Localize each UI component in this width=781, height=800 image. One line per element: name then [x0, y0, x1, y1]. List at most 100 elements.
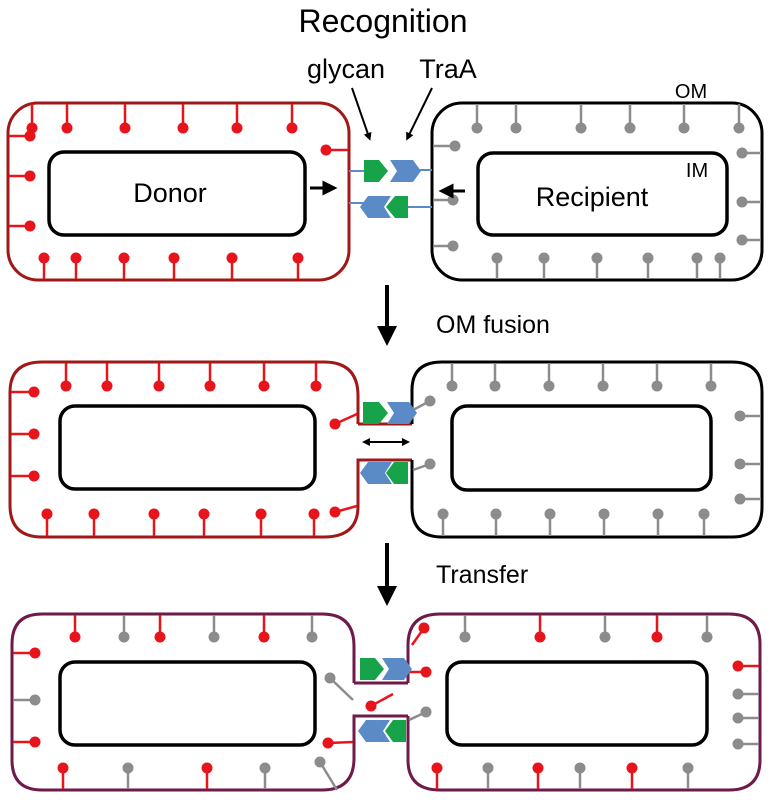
- lps-pin-icon: [597, 363, 609, 392]
- traa-icon: [358, 720, 378, 742]
- lps-pin-icon: [409, 666, 432, 678]
- lps-pin-icon: [292, 252, 304, 279]
- lps-pin-icon: [433, 194, 459, 206]
- lps-pin-icon: [11, 428, 40, 440]
- lps-pin-icon: [626, 762, 638, 789]
- lps-pin-icon: [732, 688, 759, 700]
- lps-pin-icon: [118, 252, 130, 279]
- lps-pin-icon: [412, 458, 436, 472]
- lps-pin-icon: [544, 508, 556, 536]
- traa-icon: [392, 658, 412, 680]
- lps-pin-icon: [88, 508, 100, 536]
- lps-pin-icon: [698, 508, 710, 536]
- recipient-outer-membrane-panel3: [406, 612, 762, 792]
- lps-pin-icon: [733, 104, 745, 134]
- lps-pin-icon: [732, 712, 759, 724]
- donor-inner-membrane-panel2: [58, 404, 317, 491]
- lps-pin-icon: [532, 762, 544, 789]
- lps-pin-icon: [736, 147, 761, 159]
- lps-pin-icon: [177, 104, 189, 134]
- lps-pin-icon: [471, 104, 483, 134]
- traa-icon: [372, 462, 392, 484]
- im-label: IM: [686, 160, 708, 182]
- lps-pin-icon: [153, 363, 165, 392]
- lps-pin-icon: [324, 672, 354, 701]
- glycan-pointer-arrow: [351, 87, 372, 141]
- lps-pin-icon: [410, 622, 430, 646]
- traa-label: TraA: [419, 54, 477, 84]
- recipient-inner-membrane-panel2: [450, 404, 713, 492]
- lps-pin-icon: [624, 104, 636, 134]
- lps-pin-icon: [329, 504, 358, 518]
- recipient-inner-membrane-panel3: [445, 660, 709, 747]
- lps-pin-icon: [255, 508, 267, 536]
- lps-pin-icon: [306, 615, 318, 643]
- lps-pin-icon: [701, 615, 713, 643]
- lps-pin-icon: [320, 144, 348, 156]
- lps-pin-icon: [226, 252, 238, 279]
- lps-pin-icon: [651, 363, 663, 392]
- lps-pin-icon: [13, 736, 41, 748]
- lps-pin-icon: [437, 508, 449, 536]
- lps-pin-icon: [259, 762, 271, 789]
- lps-pin-icon: [231, 104, 243, 134]
- lps-pin-icon: [599, 615, 611, 643]
- lps-pin-icon: [489, 363, 501, 392]
- donor-outer-membrane-panel2: [8, 360, 412, 539]
- lps-pin-icon: [732, 738, 759, 750]
- lps-pin-icon: [61, 104, 73, 134]
- lps-pin-icon: [510, 104, 522, 134]
- lps-pin-icon: [13, 647, 41, 659]
- glycan-icon: [386, 196, 408, 218]
- recognition-title: Recognition: [299, 3, 468, 39]
- lps-pin-icon: [691, 252, 703, 279]
- lps-pin-icon: [119, 104, 131, 134]
- donor-outer-membrane: [6, 101, 351, 282]
- lps-pin-icon: [431, 762, 443, 789]
- lps-pin-icon: [678, 104, 690, 134]
- lps-pin-icon: [322, 737, 354, 749]
- lps-pin-icon: [208, 615, 220, 643]
- donor-label: Donor: [133, 178, 207, 208]
- lps-pin-icon: [308, 508, 320, 536]
- lps-pin-icon: [101, 363, 113, 392]
- lps-pin-icon: [118, 615, 130, 643]
- lps-pin-icon: [433, 240, 459, 252]
- lps-pin-icon: [204, 363, 216, 392]
- lps-pin-icon: [734, 493, 761, 505]
- lps-pin-icon: [11, 470, 40, 482]
- recipient-label: Recipient: [536, 182, 649, 212]
- om-fusion-label: OM fusion: [436, 311, 550, 339]
- lps-pin-icon: [736, 196, 761, 208]
- lps-pin-icon: [13, 694, 41, 706]
- traa-icon: [360, 462, 380, 484]
- lps-pin-icon: [314, 756, 339, 791]
- lps-pin-icon: [682, 762, 694, 789]
- glycan-icon: [385, 720, 406, 742]
- transfer-label: Transfer: [436, 561, 528, 589]
- lps-pin-icon: [652, 508, 664, 536]
- lps-pin-icon: [598, 508, 610, 536]
- lps-pin-icon: [365, 692, 394, 712]
- lps-pin-icon: [9, 170, 36, 182]
- lps-pin-icon: [154, 615, 166, 643]
- lps-pin-icon: [714, 252, 726, 279]
- lps-pin-icon: [9, 220, 36, 232]
- recipient-cell-panel1: [430, 101, 764, 282]
- lps-pin-icon: [705, 363, 717, 392]
- lps-pin-icon: [412, 395, 436, 412]
- traa-icon: [397, 402, 417, 424]
- traa-icon: [371, 196, 391, 218]
- lps-pin-icon: [60, 363, 72, 392]
- lps-pin-icon: [482, 762, 494, 789]
- glycan-icon: [386, 462, 408, 484]
- lps-pin-icon: [329, 412, 358, 430]
- lps-pin-icon: [11, 386, 40, 398]
- lps-pin-icon: [734, 410, 761, 422]
- lps-pin-icon: [69, 615, 81, 643]
- lps-pin-icon: [734, 458, 761, 470]
- lps-pin-icon: [642, 252, 654, 279]
- lps-pin-icon: [310, 363, 322, 392]
- lps-pin-icon: [433, 140, 461, 152]
